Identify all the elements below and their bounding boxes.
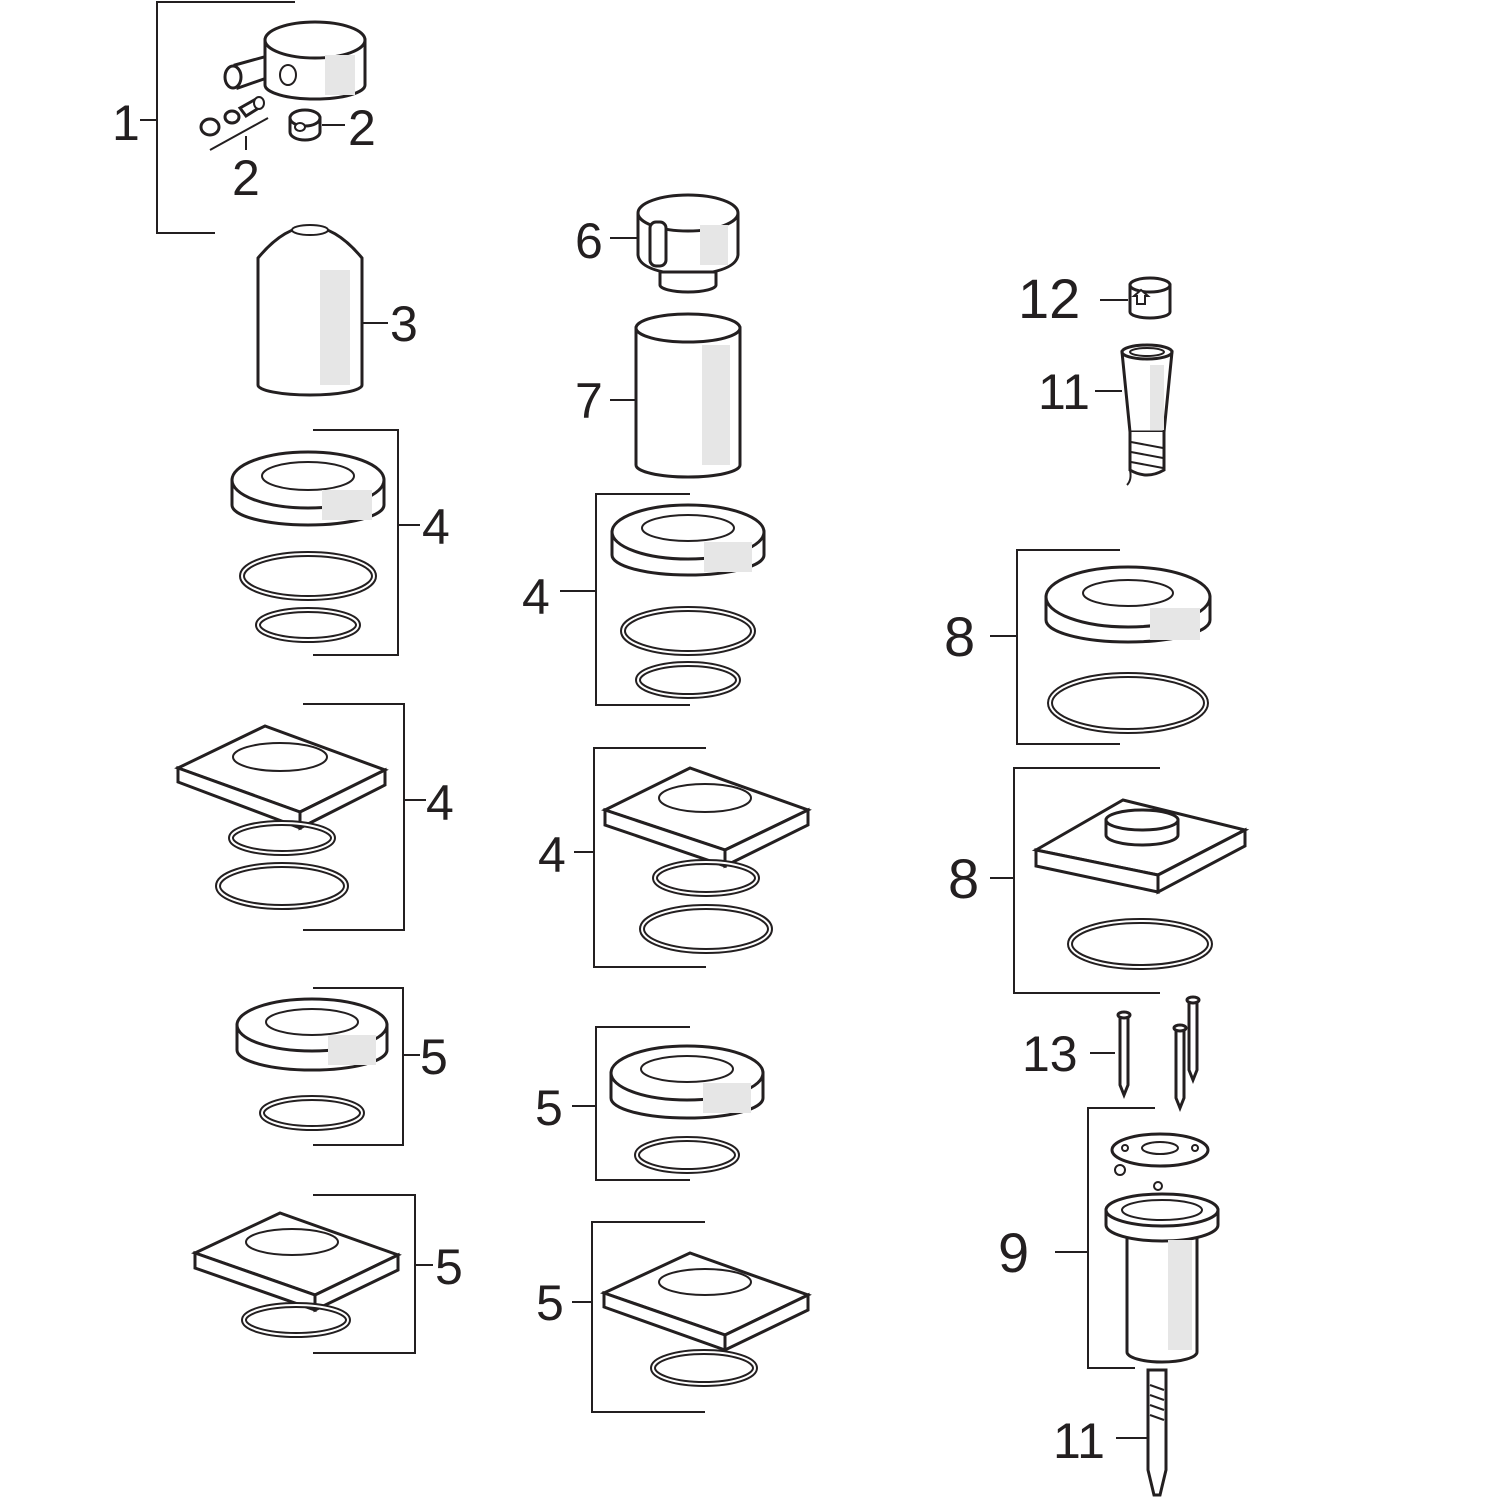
pins-part xyxy=(1090,995,1201,1113)
label-8-round: 8 xyxy=(944,605,975,668)
square-rosette-mid xyxy=(574,747,812,968)
cylinder-part xyxy=(610,312,742,479)
round-rosette-left xyxy=(230,429,420,656)
square-rosette-right xyxy=(990,767,1250,994)
label-1: 1 xyxy=(112,95,140,151)
cartridge-top-part xyxy=(1095,343,1174,486)
label-5-square-left: 5 xyxy=(435,1239,463,1295)
square-small-mid xyxy=(572,1221,812,1413)
label-4-square-mid: 4 xyxy=(538,827,566,883)
round-rosette-mid xyxy=(560,493,766,706)
label-2-left: 2 xyxy=(232,150,260,206)
label-5-round-left: 5 xyxy=(420,1029,448,1085)
label-4-round-mid: 4 xyxy=(522,569,550,625)
label-8-square: 8 xyxy=(948,847,979,910)
label-5-square-mid: 5 xyxy=(536,1275,564,1331)
label-11-bottom: 11 xyxy=(1053,1413,1105,1469)
knob-part xyxy=(610,193,740,294)
cartridge-bottom-part xyxy=(1116,1368,1168,1497)
lever-handle xyxy=(223,20,367,101)
square-small-left xyxy=(191,1194,433,1354)
round-small-mid xyxy=(572,1026,765,1181)
label-4-square-left: 4 xyxy=(426,775,454,831)
round-small-left xyxy=(235,987,420,1146)
label-9: 9 xyxy=(998,1221,1029,1284)
check-valve-part xyxy=(1100,276,1172,320)
label-13: 13 xyxy=(1022,1026,1078,1082)
label-12: 12 xyxy=(1018,267,1080,330)
label-11-top: 11 xyxy=(1038,364,1090,420)
sleeve-part xyxy=(256,224,388,397)
label-2-right: 2 xyxy=(348,100,376,156)
handle-group xyxy=(140,1,367,234)
mounting-set-part xyxy=(1055,1107,1220,1369)
square-rosette-left xyxy=(174,703,426,931)
round-rosette-right xyxy=(990,549,1212,745)
label-4-round-left: 4 xyxy=(422,499,450,555)
screw-set-icon xyxy=(199,96,265,137)
label-6: 6 xyxy=(575,213,603,269)
label-3: 3 xyxy=(390,296,418,352)
label-5-round-mid: 5 xyxy=(535,1080,563,1136)
grub-ring-icon xyxy=(288,108,322,142)
label-7: 7 xyxy=(575,373,603,429)
